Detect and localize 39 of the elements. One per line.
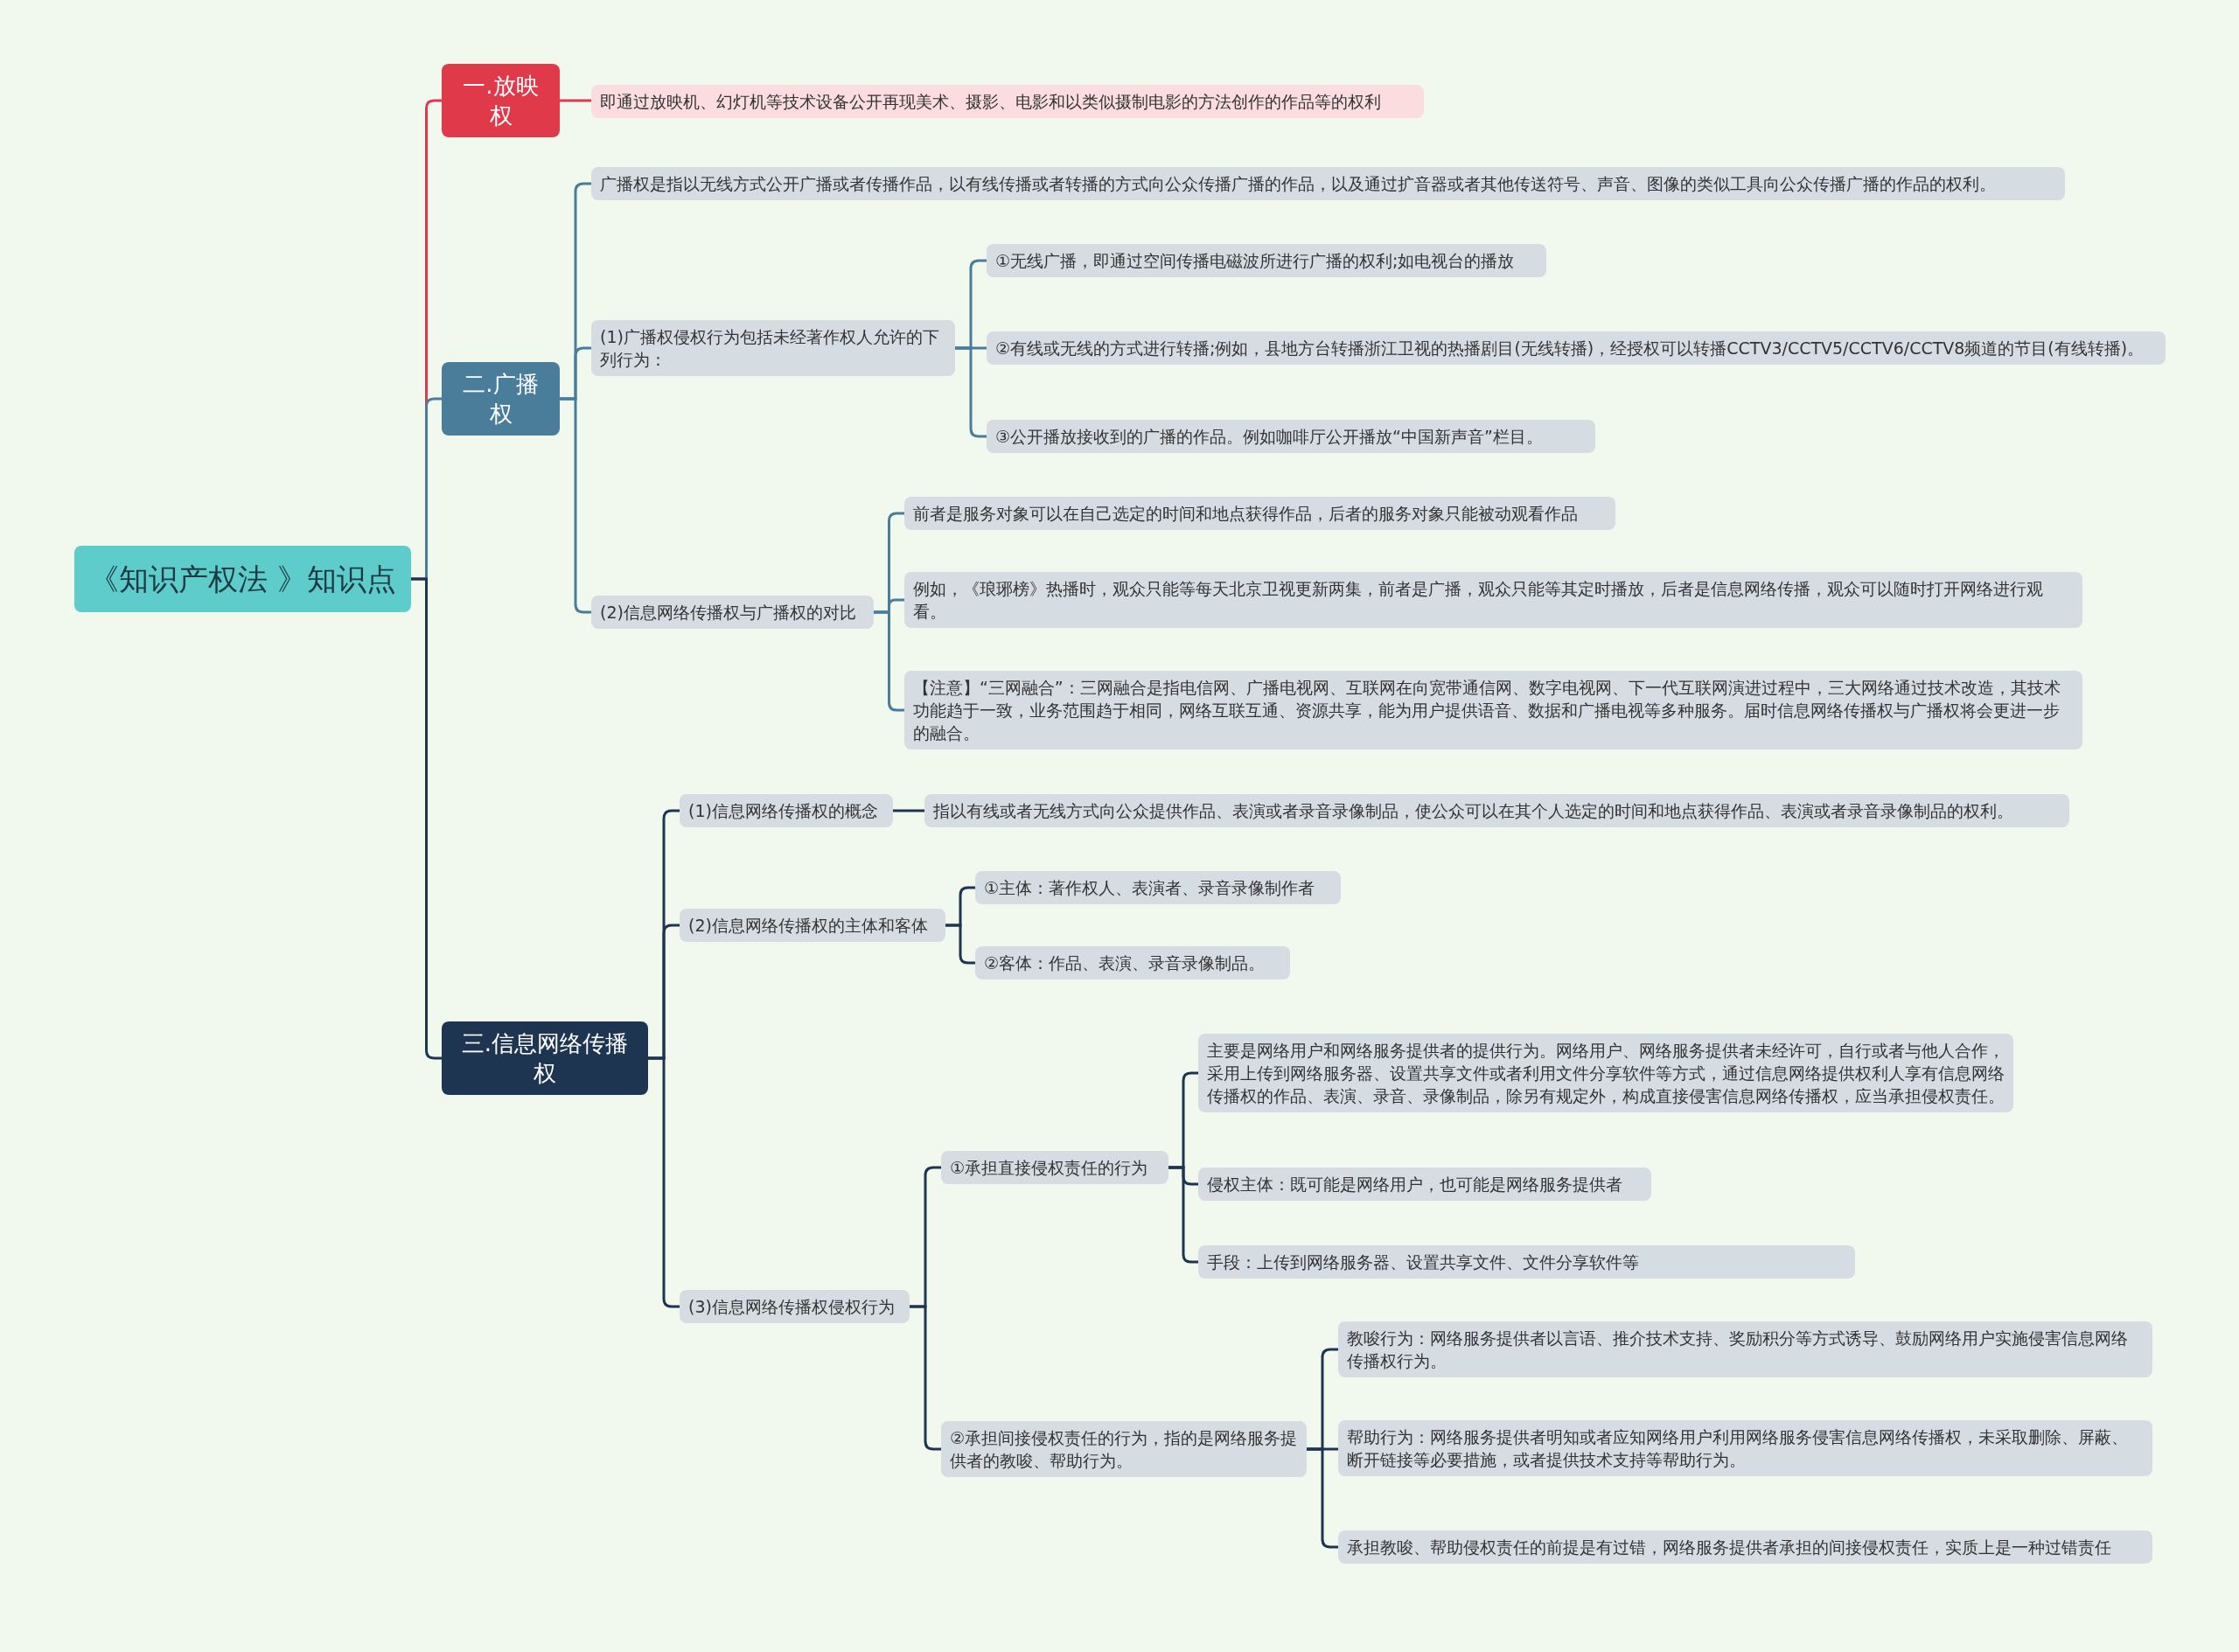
text-box: 手段：上传到网络服务器、设置共享文件、文件分享软件等 bbox=[1198, 1245, 1855, 1279]
text-box: (3)信息网络传播权侵权行为 bbox=[680, 1290, 910, 1323]
text-box: 帮助行为：网络服务提供者明知或者应知网络用户利用网络服务侵害信息网络传播权，未采取删除、屏蔽、断开链接等必要措施，或者提供技术支持等帮助行为。 bbox=[1338, 1420, 2152, 1476]
text-box: 教唆行为：网络服务提供者以言语、推介技术支持、奖励积分等方式诱导、鼓励网络用户实施侵害信息网络传播权行为。 bbox=[1338, 1321, 2152, 1377]
text-box: ②客体：作品、表演、录音录像制品。 bbox=[975, 946, 1290, 979]
connector-line bbox=[945, 924, 975, 965]
connector-line bbox=[560, 99, 591, 102]
connector-line bbox=[910, 1305, 941, 1451]
text-box: (1)信息网络传播权的概念 bbox=[680, 794, 893, 827]
connector-line bbox=[874, 610, 904, 712]
connector-line bbox=[560, 397, 591, 614]
text-box: ①主体：著作权人、表演者、录音录像制作者 bbox=[975, 871, 1341, 904]
text-box: 即通过放映机、幻灯机等技术设备公开再现美术、摄影、电影和以类似摄制电影的方法创作的作品等的权利 bbox=[591, 85, 1424, 118]
connector-line bbox=[1168, 1166, 1198, 1264]
text-box: (2)信息网络传播权与广播权的对比 bbox=[591, 596, 874, 629]
text-box: ③公开播放接收到的广播的作品。例如咖啡厅公开播放“中国新声音”栏目。 bbox=[987, 420, 1595, 453]
connector-line bbox=[955, 346, 987, 438]
text-box: 侵权主体：既可能是网络用户，也可能是网络服务提供者 bbox=[1198, 1168, 1651, 1201]
connector-line bbox=[648, 1056, 680, 1308]
branch-topic: 三.信息网络传播权 bbox=[442, 1021, 648, 1095]
connector-line bbox=[411, 577, 442, 1060]
text-box: 主要是网络用户和网络服务提供者的提供行为。网络用户、网络服务提供者未经许可，自行或者与他人合作，采用上传到网络服务器、设置共享文件或者利用文件分享软件等方式，通过信息网络提供权利人享有信息网络传播权的作品、表演、录音、录像制品，除另有规定外，构成直接侵害信息网络传播权，应当承担侵权责任。 bbox=[1198, 1034, 2013, 1112]
branch-topic: 二.广播权 bbox=[442, 362, 560, 436]
text-box: ①承担直接侵权责任的行为 bbox=[941, 1151, 1168, 1184]
connector-line bbox=[1307, 1447, 1338, 1549]
text-box: (1)广播权侵权行为包括未经著作权人允许的下列行为： bbox=[591, 320, 955, 376]
text-box: 承担教唆、帮助侵权责任的前提是有过错，网络服务提供者承担的间接侵权责任，实质上是一种过错责任 bbox=[1338, 1530, 2152, 1564]
branch-topic: 一.放映权 bbox=[442, 64, 560, 137]
text-box: ②承担间接侵权责任的行为，指的是网络服务提供者的教唆、帮助行为。 bbox=[941, 1421, 1307, 1477]
text-box: 例如，《琅琊榜》热播时，观众只能等每天北京卫视更新两集，前者是广播，观众只能等其定时播放，后者是信息网络传播，观众可以随时打开网络进行观看。 bbox=[904, 572, 2082, 628]
text-box: ①无线广播，即通过空间传播电磁波所进行广播的权利;如电视台的播放 bbox=[987, 244, 1546, 277]
text-box: (2)信息网络传播权的主体和客体 bbox=[680, 909, 945, 942]
text-box: ②有线或无线的方式进行转播;例如，县地方台转播浙江卫视的热播剧目(无线转播)，经授权可以转播CCTV3/CCTV5/CCTV6/CCTV8频道的节目(有线转播)。 bbox=[987, 331, 2166, 365]
connector-line bbox=[893, 809, 924, 812]
text-box: 广播权是指以无线方式公开广播或者传播作品，以有线传播或者转播的方式向公众传播广播的作品，以及通过扩音器或者其他传送符号、声音、图像的类似工具向公众传播广播的作品的权利。 bbox=[591, 167, 2065, 200]
central-topic: 《知识产权法 》知识点 bbox=[74, 546, 411, 612]
text-box: 前者是服务对象可以在自己选定的时间和地点获得作品，后者的服务对象只能被动观看作品 bbox=[904, 497, 1615, 530]
text-box: 指以有线或者无线方式向公众提供作品、表演或者录音录像制品，使公众可以在其个人选定的时间和地点获得作品、表演或者录音录像制品的权利。 bbox=[924, 794, 2069, 827]
text-box: 【注意】“三网融合”：三网融合是指电信网、广播电视网、互联网在向宽带通信网、数字电视网、下一代互联网演进过程中，三大网络通过技术改造，其技术功能趋于一致，业务范围趋于相同，网络互联互通、资源共享，能为用户提供语音、数据和广播电视等多种服务。届时信息网络传播权与广播权将会更进一步的融合。 bbox=[904, 671, 2082, 749]
